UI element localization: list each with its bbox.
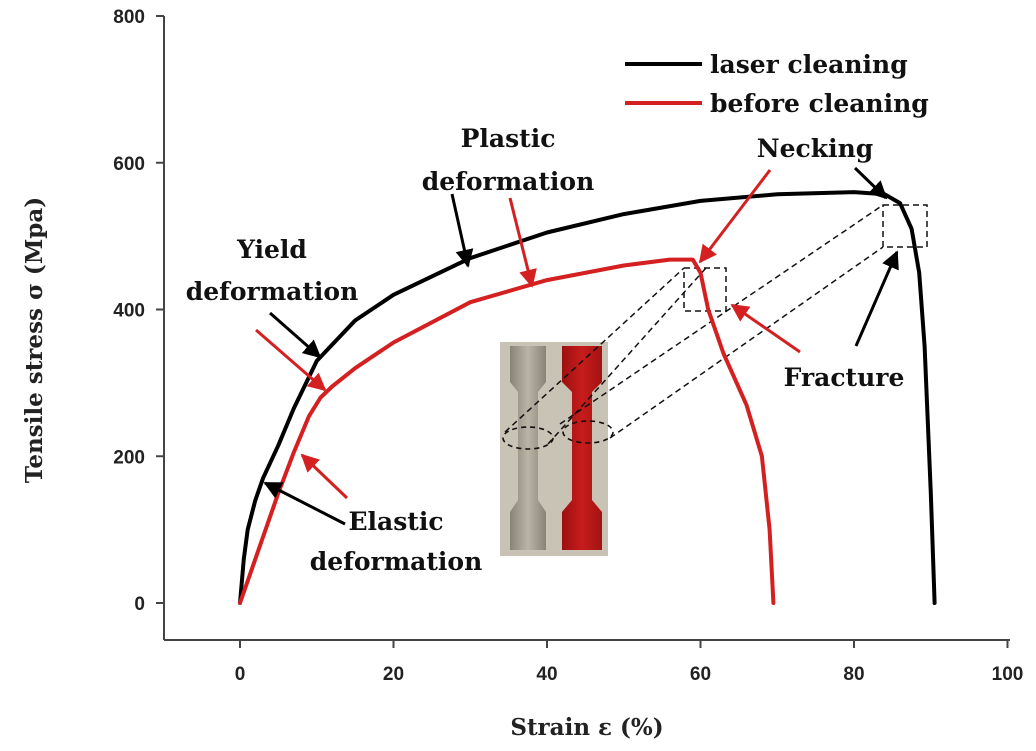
specimen-photo [500,342,614,556]
arrow-elastic-black [263,481,346,526]
arrow-plastic-black [450,193,474,268]
series-lines [238,190,937,605]
x-tick-label: 40 [536,664,557,685]
x-axis-title: Strain ε (%) [510,714,663,741]
fracture-label: Fracture [784,363,905,392]
x-tick-label: 20 [383,664,404,685]
connector [559,204,884,425]
necking-box-black [882,204,928,248]
series-line-0 [238,190,937,605]
axis-tick-labels: 0 20 40 60 80 100 0 200 400 600 800 [113,7,1023,685]
arrow-fracture-red [730,303,801,354]
y-tick-label: 400 [113,301,145,322]
red-specimen [562,346,602,550]
elastic-label-line2: deformation [310,547,483,576]
y-axis-title: Tensile stress σ (Mpa) [21,197,48,483]
legend: laser cleaning before cleaning [625,50,929,118]
elastic-label-line1: Elastic [348,507,443,536]
necking-label: Necking [757,134,873,163]
plastic-label-line2: deformation [422,167,595,196]
arrow-plastic-red [508,197,537,288]
connector [609,246,884,439]
series-line-1 [238,257,776,605]
x-tick-label: 80 [843,664,864,685]
zoom-connectors [504,204,928,445]
y-tick-label: 200 [113,447,145,468]
gray-specimen [510,346,546,550]
x-tick-label: 0 [235,664,246,685]
fracture-ellipse-red [562,420,614,444]
arrow-elastic-red [300,453,349,500]
x-tick-label: 60 [690,664,711,685]
arrow-fracture-black [854,250,899,347]
axis-ticks [156,15,1009,648]
annotation-arrows [255,166,899,526]
arrow-yield-red [255,328,327,392]
fracture-ellipse-gray [502,426,554,450]
x-tick-label: 100 [992,664,1024,685]
legend-label-laser: laser cleaning [710,50,908,79]
arrow-yield-black [269,311,322,359]
y-tick-label: 0 [134,594,145,615]
legend-label-before: before cleaning [710,89,929,118]
arrow-necking-red [698,169,772,264]
arrow-necking-black [853,166,888,200]
yield-label-line1: Yield [236,235,307,264]
y-tick-label: 600 [113,154,145,175]
y-tick-label: 800 [113,7,145,28]
connector [504,267,685,433]
yield-label-line2: deformation [186,277,359,306]
plastic-label-line1: Plastic [461,124,556,153]
